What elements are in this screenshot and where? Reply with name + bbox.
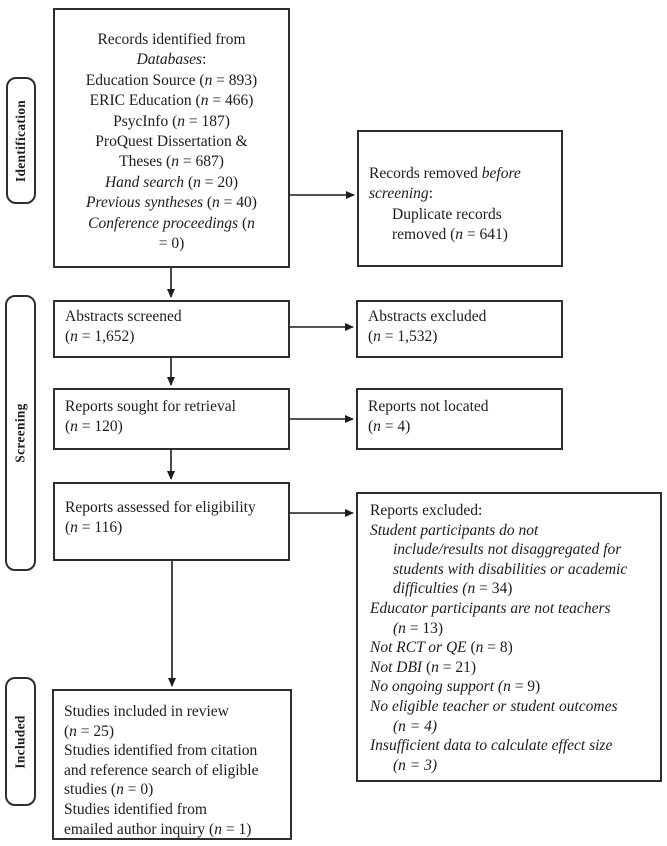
text-line: Reports not located bbox=[368, 398, 489, 415]
text-line: Studies included in review bbox=[64, 703, 229, 720]
text-line: No ongoing support (n = 9) bbox=[370, 678, 541, 696]
stage-label-screening: Screening bbox=[5, 295, 36, 571]
stage-label-identification-text: Identification bbox=[13, 99, 29, 182]
text-line: studies (n = 0) bbox=[64, 781, 154, 799]
box-records-removed-before-screening: Records removed before screening: Duplicat… bbox=[357, 130, 563, 267]
text-line: = 0) bbox=[158, 235, 185, 253]
stage-label-included-text: Included bbox=[12, 714, 28, 769]
text-line: (n = 116) bbox=[65, 519, 123, 537]
text-line: (n = 4) bbox=[368, 418, 411, 436]
text-line: screening: bbox=[369, 185, 433, 203]
text-line: (n = 1,652) bbox=[65, 328, 135, 346]
stage-label-identification: Identification bbox=[6, 77, 36, 204]
text-line: (n = 1,532) bbox=[368, 328, 438, 346]
text-line: Student participants do not bbox=[370, 521, 539, 539]
text-line: Education Source (n = 893) bbox=[85, 71, 258, 89]
box-abstracts-excluded: Abstracts excluded (n = 1,532) bbox=[356, 300, 563, 358]
stage-label-screening-text: Screening bbox=[12, 403, 28, 463]
text-line: Insufficient data to calculate effect si… bbox=[370, 737, 613, 755]
text-line: Not RCT or QE (n = 8) bbox=[370, 639, 513, 657]
text-line: ProQuest Dissertation & bbox=[95, 133, 248, 151]
text-line: Reports assessed for eligibility bbox=[65, 499, 256, 516]
text-line: (n = 4) bbox=[393, 717, 438, 735]
text-line: Studies identified from bbox=[64, 800, 207, 818]
text-line: (n = 120) bbox=[65, 418, 123, 436]
text-line: Databases: bbox=[136, 51, 207, 69]
text-line: Educator participants are not teachers bbox=[370, 599, 611, 617]
text-line: Reports excluded: bbox=[370, 502, 483, 519]
box-abstracts-screened: Abstracts screened (n = 1,652) bbox=[53, 300, 290, 358]
text-line: Studies identified from citation bbox=[64, 742, 258, 760]
box-reports-excluded: Reports excluded: Student participants do… bbox=[356, 492, 662, 782]
text-line: Records identified from bbox=[97, 31, 246, 48]
text-line: and reference search of eligible bbox=[64, 761, 259, 779]
text-line: ERIC Education (n = 466) bbox=[89, 92, 254, 110]
text-line: removed (n = 641) bbox=[392, 226, 508, 244]
box-reports-sought-for-retrieval: Reports sought for retrieval (n = 120) bbox=[53, 388, 290, 450]
stage-label-included: Included bbox=[5, 677, 36, 806]
box-reports-not-located: Reports not located (n = 4) bbox=[356, 388, 563, 450]
box-studies-included-in-review: Studies included in review (n = 25) Studie… bbox=[52, 689, 292, 840]
text-line: Conference proceedings (n bbox=[88, 214, 255, 232]
text-line: Hand search (n = 20) bbox=[104, 173, 239, 191]
text-line: (n = 13) bbox=[393, 619, 444, 637]
text-line: Previous syntheses (n = 40) bbox=[86, 194, 257, 212]
box-reports-assessed-for-eligibility: Reports assessed for eligibility (n = 116… bbox=[53, 482, 290, 561]
text-line: No eligible teacher or student outcomes bbox=[370, 697, 618, 715]
text-line: PsycInfo (n = 187) bbox=[113, 112, 230, 130]
text-line: Duplicate records bbox=[392, 205, 502, 223]
text-line: (n = 3) bbox=[393, 756, 438, 774]
text-line: (n = 25) bbox=[64, 722, 115, 740]
text-line: Theses (n = 687) bbox=[119, 153, 224, 171]
text-line: Not DBI (n = 21) bbox=[370, 658, 477, 676]
text-line: include/results not disaggregated for bbox=[393, 541, 622, 559]
text-line: Records removed before bbox=[369, 165, 521, 182]
text-line: difficulties (n = 34) bbox=[393, 580, 513, 598]
text-line: students with disabilities or academic bbox=[393, 560, 628, 578]
text-line: Abstracts screened bbox=[65, 308, 182, 325]
text-line: emailed author inquiry (n = 1) bbox=[64, 820, 252, 838]
text-line: Reports sought for retrieval bbox=[65, 398, 236, 415]
text-line: Abstracts excluded bbox=[368, 308, 487, 325]
